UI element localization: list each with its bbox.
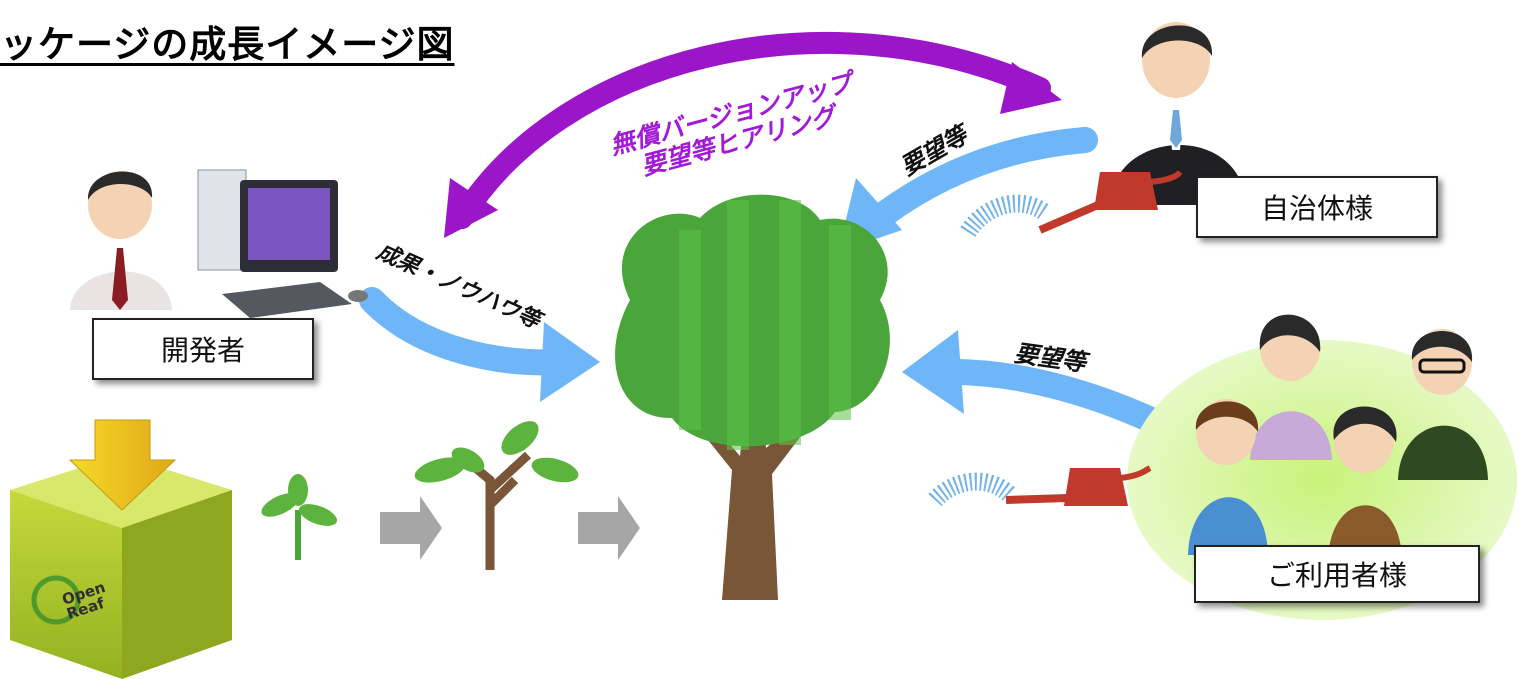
- developer-person-icon: [70, 171, 172, 310]
- users-request-arrow: [902, 330, 1181, 441]
- municipality-request-arrow: [838, 127, 1098, 252]
- feedback-double-arrow: [444, 32, 1062, 238]
- watering-can-icon: [928, 465, 1152, 507]
- computer-icon: [197, 169, 368, 318]
- municipality-label-box: 自治体様: [1196, 176, 1438, 238]
- municipality-label: 自治体様: [1260, 192, 1373, 225]
- open-reaf-package-icon: [10, 419, 232, 679]
- page-title: ッケージの成長イメージ図: [0, 23, 455, 66]
- developer-label-box: 開発者: [92, 318, 314, 380]
- watering-can-icon: [960, 170, 1183, 238]
- grown-tree-icon: [615, 194, 890, 600]
- sprout-icon: [261, 474, 338, 560]
- users-label-box: ご利用者様: [1194, 545, 1480, 603]
- growth-step-arrow: [380, 496, 442, 560]
- users-group-icon: [1188, 314, 1488, 560]
- developer-contribution-arrow: [359, 287, 600, 402]
- sapling-icon: [414, 421, 579, 570]
- growth-step-arrow: [578, 496, 640, 560]
- developer-label: 開発者: [160, 334, 245, 367]
- users-label: ご利用者様: [1266, 559, 1407, 592]
